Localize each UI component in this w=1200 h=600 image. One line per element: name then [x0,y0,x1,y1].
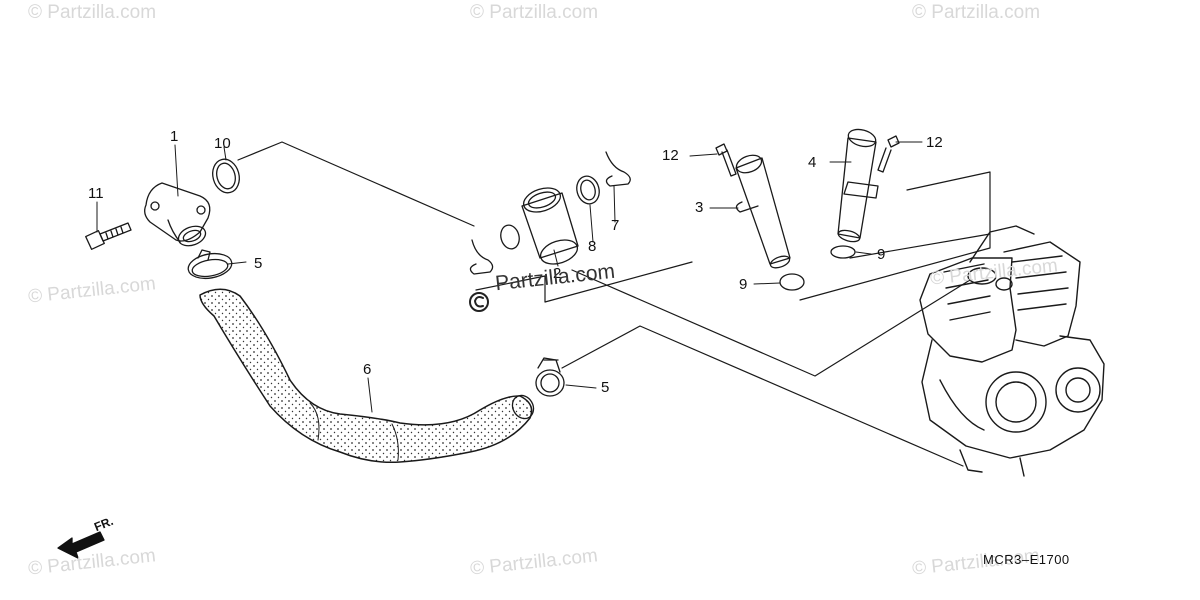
watermark-logo-icon [469,292,489,312]
callout-6: 6 [363,361,372,378]
watermark-top-left: © Partzilla.com [28,2,157,23]
callout-11: 11 [88,185,104,202]
oring-9-lower [779,273,805,291]
oring-10 [212,158,240,194]
guide-lines [237,141,991,467]
callout-12-left: 12 [662,147,679,164]
oring-9-left [500,224,520,250]
bolt-11 [85,222,132,250]
oring-9-right [830,245,856,259]
watermark-top-right: © Partzilla.com [912,2,1041,23]
watermark-top-center: © Partzilla.com [470,2,599,23]
callout-2: 2 [553,265,562,282]
callout-3: 3 [695,199,704,216]
callout-9-right: 9 [877,246,886,263]
clip-left [469,239,494,275]
callout-10: 10 [214,135,231,152]
leader-lines [96,141,923,413]
pipe-4 [837,128,879,243]
clamp-5-lower [535,357,565,397]
engine-block [919,225,1105,477]
callout-5-lower: 5 [601,379,610,396]
pipe-3 [735,154,791,269]
callout-7: 7 [611,217,620,234]
clamp-5-upper [187,249,233,280]
front-arrow-icon [57,531,105,559]
oring-8 [576,175,600,205]
drawing-code: MCR3–E1700 [983,552,1070,567]
callout-1: 1 [170,128,179,145]
joint-pipe-2 [521,187,579,265]
bolt-12-left [715,143,737,177]
callout-5-upper: 5 [254,255,263,272]
bolt-12-right [877,135,900,173]
callout-9-lower: 9 [739,276,748,293]
hose-6 [199,288,533,464]
callout-4: 4 [808,154,817,171]
clip-7 [605,151,631,187]
elbow-1 [144,182,211,247]
callout-8: 8 [588,238,597,255]
callout-12-right: 12 [926,134,943,151]
